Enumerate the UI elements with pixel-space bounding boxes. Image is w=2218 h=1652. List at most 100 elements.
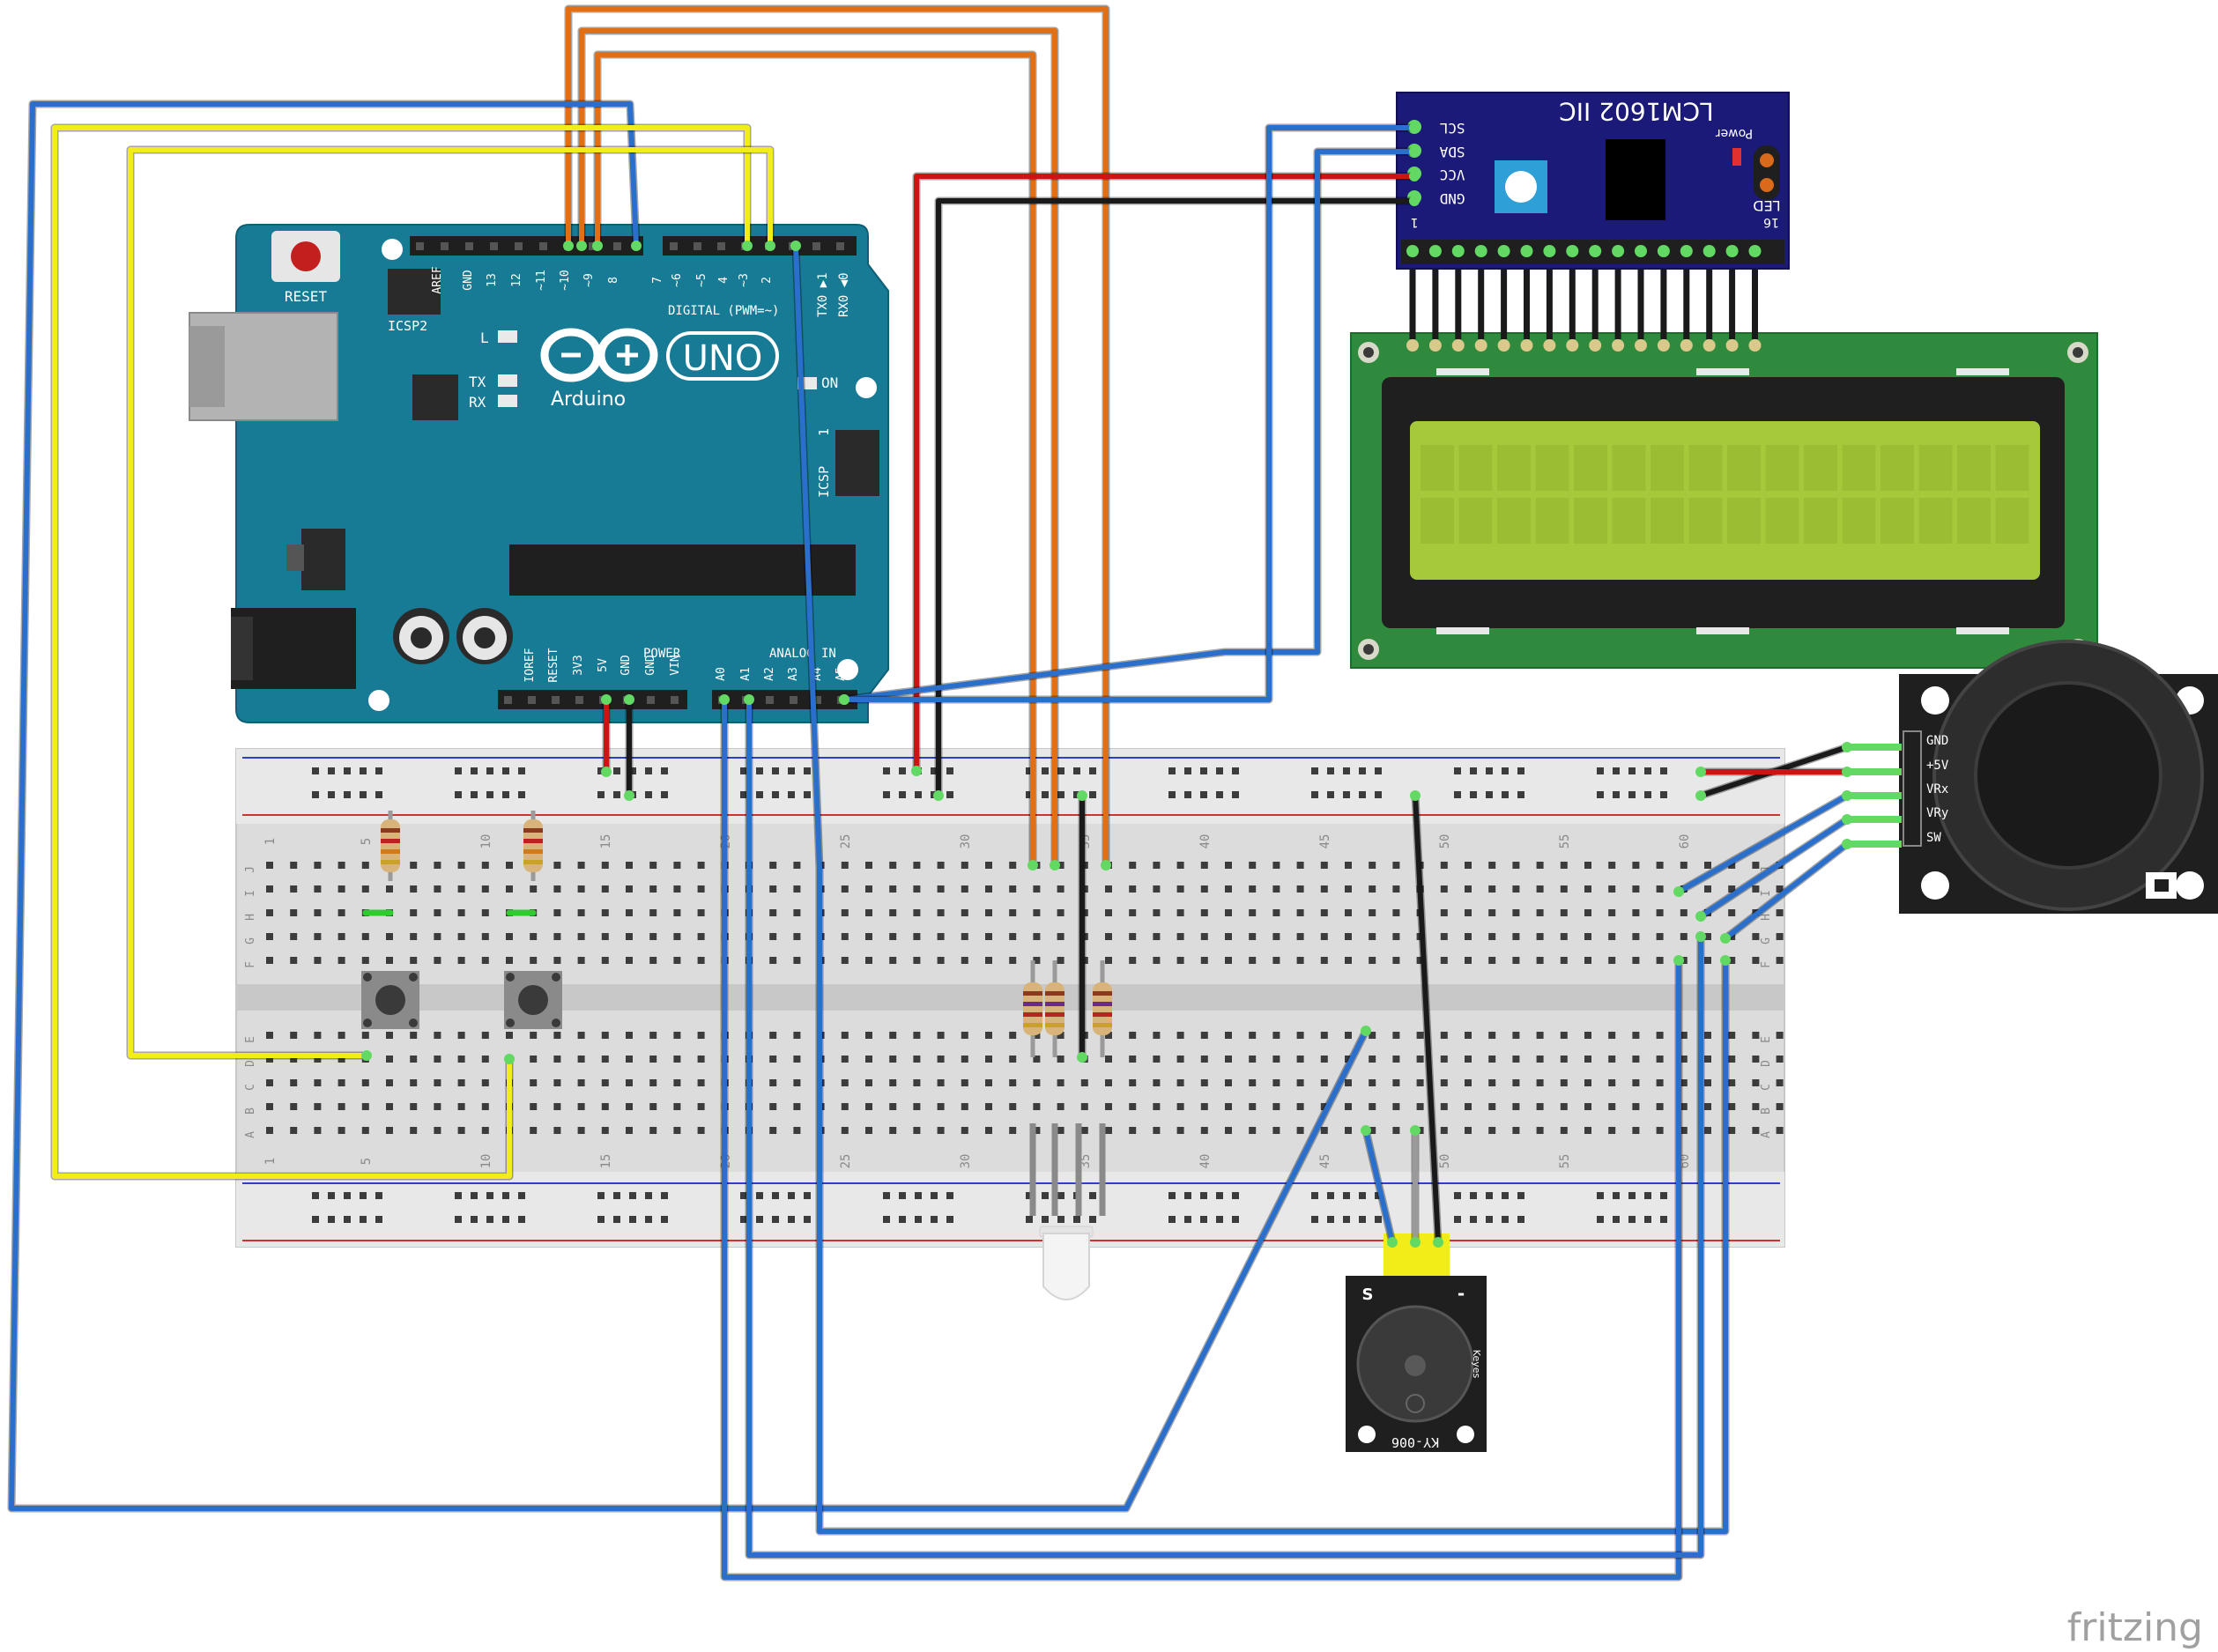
row-letter: J (244, 866, 257, 873)
wire-red-5v-end (601, 694, 612, 705)
buzzer-module: S - KY-006 Keyes (1346, 1233, 1487, 1452)
rx-label: RX0 ◀0 (837, 272, 851, 317)
column-number: 55 (1558, 1154, 1572, 1169)
column-number: 40 (1198, 834, 1213, 849)
digital-pin-label: 12 (510, 273, 523, 287)
led-jumper-label: LED (1753, 197, 1780, 214)
wire-orange-d9-end (1027, 860, 1038, 870)
wire-blue-a4-sda-end (1409, 146, 1420, 157)
digital-pin-label: ~10 (559, 270, 572, 290)
wire-orange-d11-end (563, 241, 574, 251)
row-letter: E (244, 1036, 257, 1043)
pushbutton-left[interactable] (361, 971, 419, 1029)
breadboard-center-channel (236, 984, 1784, 1011)
column-number: 30 (959, 1154, 973, 1169)
column-number: 25 (839, 834, 853, 849)
joystick-pin (1847, 744, 1902, 751)
wire-red-5v-end (601, 767, 612, 777)
led-l-label: L (480, 330, 489, 346)
wire-blue-joystick-vrx-end (1673, 886, 1684, 897)
row-letter: D (1760, 1060, 1773, 1067)
wire-black-buzzer-gnd-end (1410, 790, 1421, 801)
joystick-pin-label: VRy (1926, 806, 1948, 820)
wire-black-buzzer-gnd[interactable] (1413, 793, 1441, 1245)
icsp2-header (388, 269, 441, 315)
wire-blue-buzzer-signal[interactable] (1363, 1128, 1395, 1245)
breadboard-top-power-rail (236, 749, 1784, 824)
power-pin-label: GND (619, 655, 633, 676)
row-letter: H (244, 914, 257, 921)
wire-red-lcd-vcc[interactable] (914, 174, 1417, 774)
usb-chip (412, 374, 458, 420)
wire-yellow-d4-end (504, 1054, 515, 1064)
wire-blue-a1-end (1695, 931, 1706, 942)
wire-gray-buzzer-vcc-end (1410, 1125, 1421, 1136)
wire-orange-d10[interactable] (579, 28, 1057, 868)
breadboard-bottom-power-rail (236, 1172, 1784, 1247)
power-pin-label: RESET (547, 648, 560, 682)
wire-orange-d11-end (1101, 860, 1111, 870)
column-number: 60 (1678, 834, 1692, 849)
pushbutton-right[interactable] (504, 971, 562, 1029)
power-led (1732, 148, 1741, 166)
joystick-pin-label: GND (1926, 734, 1948, 748)
wire-blue-a0[interactable] (722, 697, 1681, 1580)
wire-blue-a4-sda-outline (840, 147, 1419, 704)
wire-blue-a1[interactable] (746, 697, 1703, 1558)
joystick-pin (1847, 792, 1902, 799)
digital-pin-label: GND (462, 270, 475, 291)
column-number: 1 (263, 838, 278, 845)
column-number: 45 (1318, 834, 1332, 849)
i2c-chip (1606, 139, 1665, 220)
row-letter: C (1760, 1084, 1773, 1091)
wire-blue-joystick-vrx[interactable] (1676, 793, 1850, 894)
wire-yellow-d3-end (765, 241, 775, 251)
row-letter: F (244, 961, 257, 968)
power-header (498, 690, 687, 709)
analog-pin-label: A2 (763, 667, 776, 681)
wire-black-lcd-gnd-end (1409, 196, 1420, 206)
joystick-pin-label: VRx (1926, 782, 1948, 796)
joystick-pin-label: +5V (1926, 759, 1949, 773)
wire-blue-joystick-sw-end (1720, 933, 1731, 944)
resistor (523, 811, 543, 881)
wire-black-lcd-gnd[interactable] (936, 198, 1417, 798)
joystick-pin-label: SW (1926, 831, 1941, 845)
wire-blue-a5-scl-end (1409, 122, 1420, 133)
wire-blue-a4-sda[interactable] (842, 149, 1417, 702)
power-pin-label: VIN (669, 655, 682, 675)
wire-blue-a5-scl[interactable] (842, 125, 1417, 702)
wire-blue-d2[interactable] (793, 243, 1728, 1534)
analog-header (712, 690, 857, 709)
wire-blue-joystick-sw[interactable] (1723, 841, 1850, 941)
i2c-pin-last: 16 (1763, 215, 1779, 229)
joystick-pin (1847, 841, 1902, 848)
power-pin-label: 3V3 (572, 655, 585, 675)
row-letter: D (244, 1060, 257, 1067)
wire-blue-a5-scl-outline (840, 123, 1419, 704)
power-pin-label: IOREF (523, 648, 537, 682)
digital-header-left (410, 236, 643, 256)
icsp-label: ICSP (816, 466, 832, 498)
joystick-pin (1847, 816, 1902, 823)
wire-black-gnd-end (624, 694, 634, 705)
rgb-resistor-blue (1093, 960, 1112, 1057)
digital-pin-label: 2 (760, 277, 774, 284)
joystick-knob[interactable] (1974, 681, 2162, 870)
wire-yellow-d3[interactable] (128, 147, 773, 1058)
digital-pin-label: ~3 (738, 273, 751, 287)
buzzer-brand: Keyes (1471, 1350, 1482, 1379)
wire-yellow-d4-end (742, 241, 753, 251)
column-number: 35 (1079, 1154, 1093, 1169)
column-number: 5 (360, 1158, 374, 1165)
wire-black-rgb-common-end (1077, 790, 1087, 801)
row-letter: B (244, 1108, 257, 1115)
arduino-board (235, 224, 889, 723)
atmega-chip (509, 544, 856, 596)
digital-pin-label: 4 (717, 277, 731, 284)
i2c-pin-first: 1 (1411, 215, 1419, 229)
column-number: 45 (1318, 1154, 1332, 1169)
row-letter: B (1760, 1108, 1773, 1115)
wire-blue-joystick-vry[interactable] (1698, 817, 1850, 919)
